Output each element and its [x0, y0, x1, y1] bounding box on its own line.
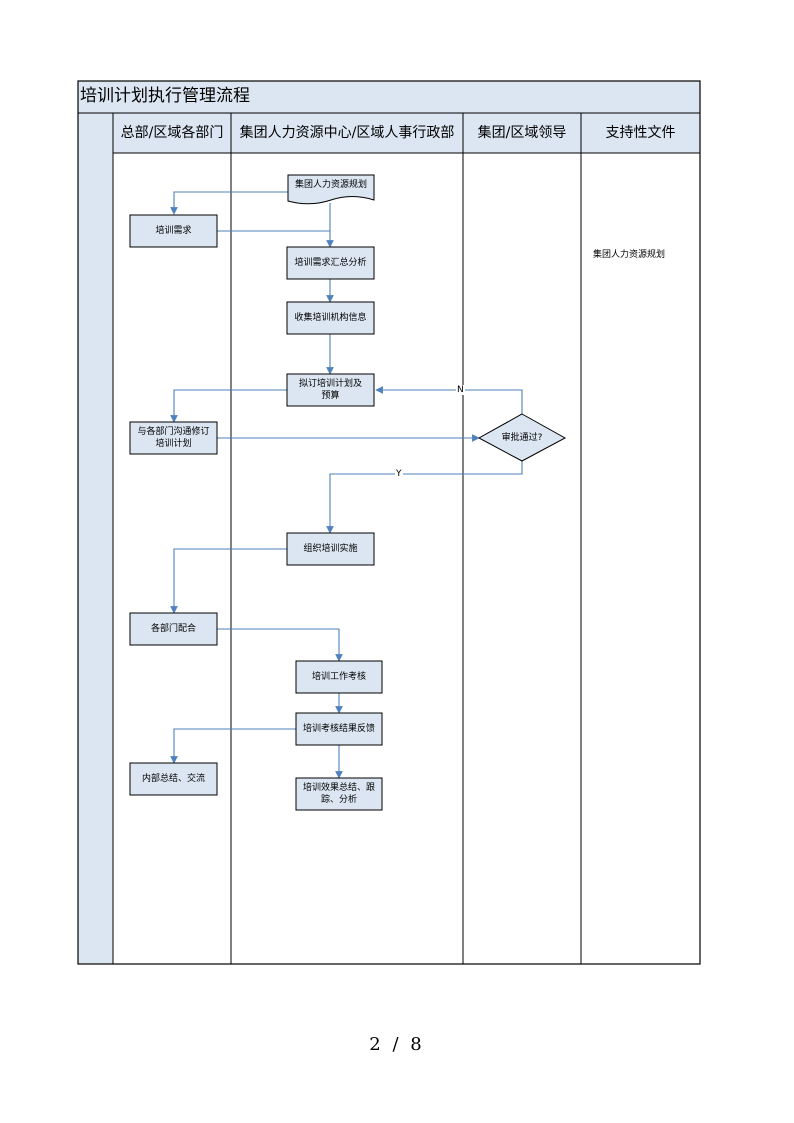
edge-label-yes: Y	[395, 469, 403, 479]
shape-plan-doc	[287, 174, 375, 205]
shape-effect	[295, 777, 383, 811]
shape-approve	[477, 413, 567, 462]
page-number: 2 / 8	[0, 1034, 794, 1055]
node-effect: 培训效果总结、跟踪、分析	[302, 783, 375, 805]
shape-needs	[129, 214, 218, 248]
connectors	[170, 191, 523, 779]
table-outline	[77, 80, 701, 965]
shape-revise	[129, 421, 218, 455]
shape-assess	[295, 660, 383, 694]
header-row	[77, 112, 701, 154]
page-total: 8	[410, 1034, 425, 1055]
node-revise: 与各部门沟通修订培训计划	[137, 427, 210, 449]
connector-cooperate-to-assess	[217, 628, 343, 662]
shape-organize	[286, 532, 375, 566]
shapes	[129, 174, 567, 811]
node-feedback: 培训考核结果反馈	[302, 724, 375, 734]
lane-header-lead: 集团/区域领导	[477, 125, 567, 141]
node-assess: 培训工作考核	[311, 672, 366, 682]
page-current: 2	[369, 1034, 384, 1055]
edge-label-no: N	[456, 385, 465, 395]
connector-draft-to-revise	[170, 389, 288, 423]
shape-cooperate	[129, 612, 218, 646]
connector-approve-yes	[326, 461, 523, 534]
chart-title: 培训计划执行管理流程	[80, 86, 250, 106]
lane-header-docs: 支持性文件	[605, 125, 676, 141]
title-bar	[77, 80, 701, 114]
shape-collect	[286, 301, 375, 335]
shape-summary	[286, 246, 375, 280]
row-margin-column	[77, 112, 114, 965]
node-approve: 审批通过?	[501, 433, 543, 443]
connector-needs-to-summary	[217, 230, 334, 248]
shape-internal	[129, 762, 218, 796]
page-separator: /	[392, 1034, 402, 1055]
node-collect: 收集培训机构信息	[294, 313, 367, 323]
connector-plan-to-needs	[170, 191, 288, 215]
shape-feedback	[295, 712, 383, 746]
connector-approve-no	[375, 386, 523, 414]
shape-draft	[286, 373, 375, 407]
lane-header-hr: 集团人力资源中心/区域人事行政部	[239, 125, 455, 141]
node-organize: 组织培训实施	[303, 544, 358, 554]
swimlane-table	[77, 80, 701, 965]
node-internal: 内部总结、交流	[141, 774, 205, 784]
lane-header-dept: 总部/区域各部门	[120, 125, 224, 141]
connector-feedback-to-internal	[170, 728, 296, 764]
node-summary: 培训需求汇总分析	[294, 258, 367, 268]
node-cooperate: 各部门配合	[150, 624, 196, 634]
support-doc-item: 集团人力资源规划	[593, 250, 666, 260]
node-needs: 培训需求	[155, 226, 192, 236]
node-draft: 拟订培训计划及预算	[298, 379, 362, 401]
node-plan-doc: 集团人力资源规划	[294, 180, 367, 190]
connector-organize-to-cooperate	[170, 548, 288, 614]
